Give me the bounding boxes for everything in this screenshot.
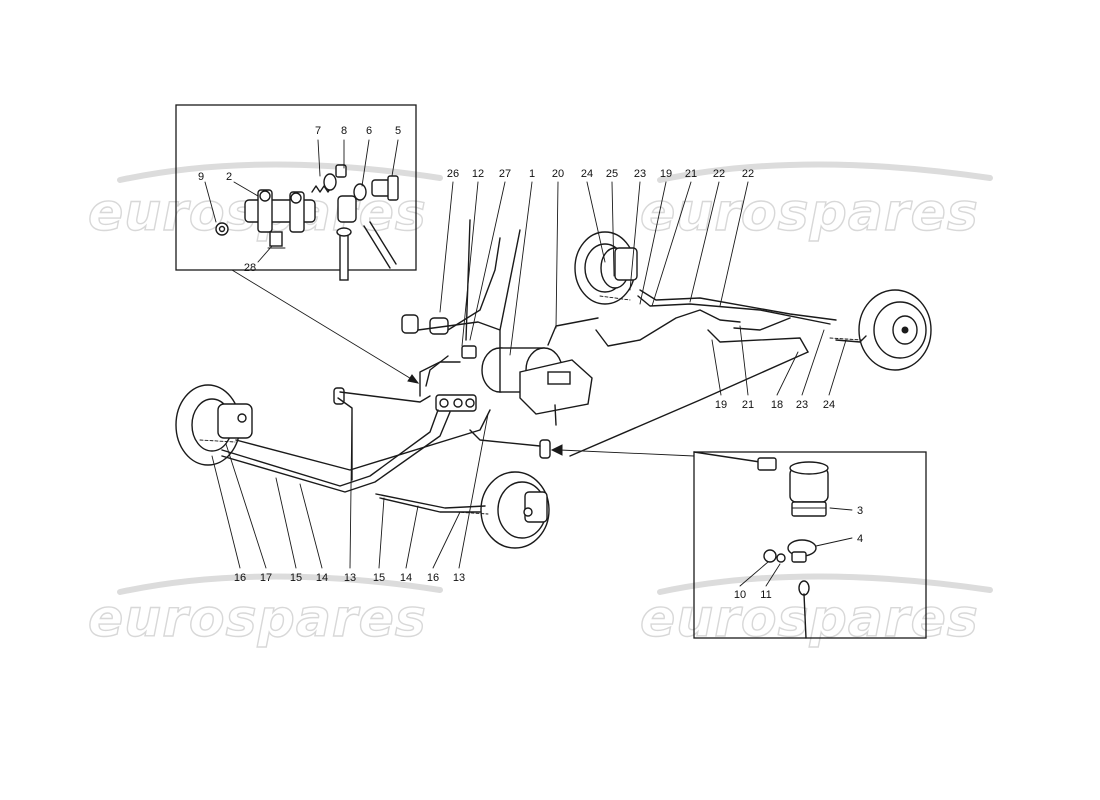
callout-19-top: 19 [660, 168, 672, 180]
junction-block [435, 394, 477, 412]
callout-28: 28 [244, 262, 256, 274]
callout-9: 9 [198, 171, 204, 183]
callout-15-right: 15 [373, 572, 385, 584]
callout-23-bottom: 23 [796, 399, 808, 411]
callout-20: 20 [552, 168, 564, 180]
callout-23-top: 23 [634, 168, 646, 180]
callout-22-a: 22 [713, 168, 725, 180]
callout-6: 6 [366, 125, 372, 137]
callout-15-left: 15 [290, 572, 302, 584]
callout-22-b: 22 [742, 168, 754, 180]
callout-14-left: 14 [316, 572, 328, 584]
callout-10: 10 [734, 589, 746, 601]
callout-11: 11 [760, 589, 771, 601]
watermark-top-right: eurospares [640, 183, 979, 243]
fluid-reservoir [401, 314, 477, 359]
callouts: 7 8 6 5 9 2 28 26 12 27 1 20 24 25 23 19… [198, 125, 863, 601]
pressure-switch [539, 439, 551, 459]
callout-13-left: 13 [344, 572, 356, 584]
callout-24-top: 24 [581, 168, 593, 180]
watermark-group: eurospares eurospares eurospares eurospa… [87, 161, 993, 650]
brake-servo [481, 347, 593, 426]
callout-21-top: 21 [685, 168, 697, 180]
callout-24-bottom: 24 [823, 399, 835, 411]
callout-12: 12 [472, 168, 484, 180]
front-left-disc [175, 384, 253, 466]
callout-25: 25 [606, 168, 618, 180]
callout-27: 27 [499, 168, 511, 180]
watermark-bottom-left: eurospares [88, 589, 427, 649]
callout-16-right: 16 [427, 572, 439, 584]
watermark-bottom-right: eurospares [640, 589, 979, 649]
rear-left-disc [574, 231, 638, 305]
callout-7: 7 [315, 125, 321, 137]
callout-2: 2 [226, 171, 232, 183]
callout-21-bottom: 21 [742, 399, 754, 411]
detail-inset-pressure-switch [550, 444, 927, 639]
callout-19-bottom: 19 [715, 399, 727, 411]
front-right-disc [480, 471, 550, 549]
rear-right-disc [858, 289, 932, 371]
callout-5: 5 [395, 125, 401, 137]
brake-assembly [175, 181, 932, 569]
callout-16-left: 16 [234, 572, 246, 584]
callout-26: 26 [447, 168, 459, 180]
callout-3: 3 [857, 505, 863, 517]
callout-14-right: 14 [400, 572, 412, 584]
callout-17: 17 [260, 572, 272, 584]
callout-18: 18 [771, 399, 783, 411]
callout-1: 1 [529, 168, 535, 180]
callout-4: 4 [857, 533, 863, 545]
callout-13-right: 13 [453, 572, 465, 584]
detail-inset-valve [175, 104, 420, 384]
callout-8: 8 [341, 125, 347, 137]
